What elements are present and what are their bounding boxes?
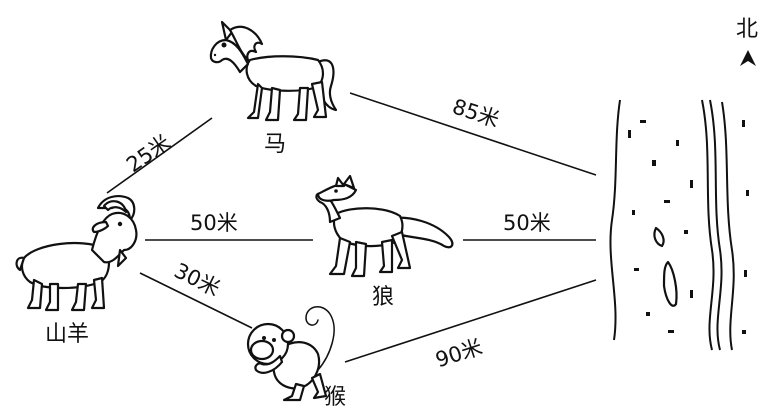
node-label-goat: 山羊 <box>45 322 89 347</box>
compass-north-label: 北 <box>736 17 758 42</box>
horse-icon <box>209 20 338 122</box>
distance-label-goat-horse: 25米 <box>122 130 175 177</box>
edge-horse-river <box>349 92 597 176</box>
distance-label-monkey-river: 90米 <box>432 335 485 373</box>
distance-label-wolf-river: 50米 <box>503 211 551 235</box>
north-arrow-icon <box>740 50 756 66</box>
node-label-horse: 马 <box>264 132 286 157</box>
compass: 北 <box>736 17 758 66</box>
distance-label-goat-monkey: 30米 <box>170 258 223 300</box>
distance-label-goat-wolf: 50米 <box>190 211 238 235</box>
monkey-icon <box>246 306 335 402</box>
distance-label-horse-river: 85米 <box>449 94 502 132</box>
node-label-wolf: 狼 <box>372 285 394 310</box>
edge-goat-horse <box>106 117 213 194</box>
goat-icon <box>15 195 138 312</box>
wolf-icon <box>315 174 454 278</box>
node-label-monkey: 猴 <box>324 385 346 409</box>
river-icon <box>609 99 749 351</box>
edge-monkey-river <box>344 279 597 363</box>
edge-goat-monkey <box>139 272 253 329</box>
